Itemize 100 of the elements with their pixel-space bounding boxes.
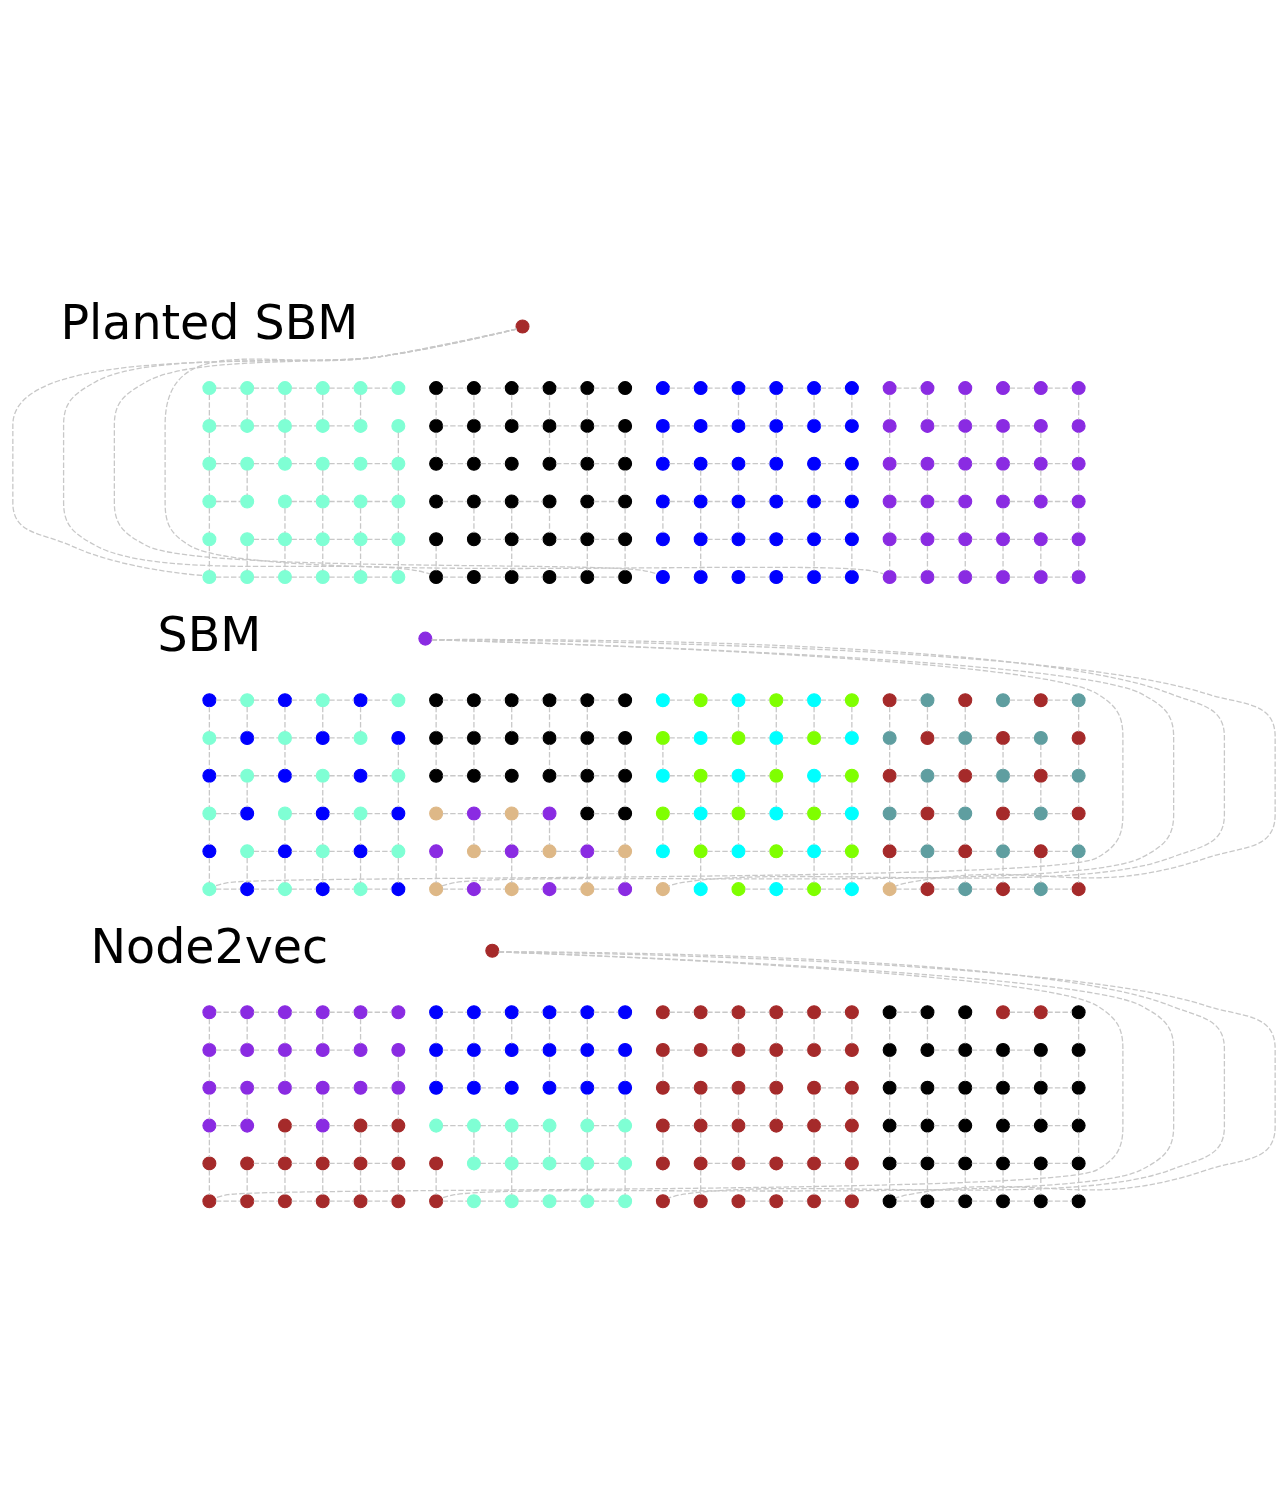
node-circle bbox=[731, 381, 746, 396]
connector bbox=[1077, 1018, 1080, 1045]
connector bbox=[473, 431, 475, 458]
node-circle bbox=[277, 768, 292, 783]
connector bbox=[442, 1049, 468, 1051]
node-circle bbox=[202, 381, 217, 396]
node-circle bbox=[920, 844, 935, 859]
node-circle bbox=[315, 1080, 330, 1095]
connector bbox=[775, 394, 777, 421]
connector bbox=[511, 819, 513, 846]
node-circle bbox=[353, 768, 368, 783]
node-circle bbox=[202, 768, 217, 783]
node-circle bbox=[618, 730, 633, 745]
connector bbox=[1002, 781, 1004, 808]
connector bbox=[479, 1087, 506, 1089]
connector bbox=[593, 812, 619, 815]
node-circle bbox=[202, 806, 217, 821]
connector bbox=[548, 1056, 551, 1082]
connector bbox=[435, 394, 437, 421]
node-circle bbox=[391, 456, 406, 471]
connector bbox=[1046, 812, 1073, 815]
node-circle bbox=[429, 532, 444, 547]
node-circle bbox=[240, 381, 255, 396]
connector bbox=[215, 699, 241, 701]
node-circle bbox=[655, 381, 670, 396]
node-circle bbox=[353, 806, 368, 821]
connector bbox=[933, 1124, 960, 1127]
connector bbox=[208, 1093, 211, 1120]
node-circle bbox=[844, 532, 859, 547]
node-circle bbox=[1033, 768, 1048, 783]
connector bbox=[662, 819, 664, 846]
connector bbox=[359, 1018, 362, 1045]
node-circle bbox=[769, 381, 784, 396]
connector bbox=[511, 1131, 513, 1158]
connector bbox=[1002, 1169, 1004, 1196]
node-circle bbox=[731, 1156, 746, 1171]
connector bbox=[889, 469, 891, 496]
connector bbox=[208, 1056, 211, 1082]
connector bbox=[215, 425, 241, 427]
connector bbox=[366, 463, 393, 465]
node-circle bbox=[958, 1156, 973, 1171]
node-circle bbox=[807, 1080, 822, 1095]
connector bbox=[397, 1131, 399, 1158]
node-circle bbox=[240, 1194, 255, 1209]
connector bbox=[290, 775, 317, 777]
connector bbox=[737, 819, 740, 846]
node-circle bbox=[996, 1043, 1011, 1058]
connector bbox=[1008, 775, 1035, 777]
connector bbox=[775, 743, 777, 770]
node-circle bbox=[731, 456, 746, 471]
node-circle bbox=[202, 1005, 217, 1020]
connector bbox=[1046, 699, 1073, 701]
node-circle bbox=[618, 844, 633, 859]
connector bbox=[926, 706, 929, 733]
connector bbox=[1046, 500, 1073, 503]
connector bbox=[706, 775, 733, 777]
connector bbox=[1046, 1011, 1073, 1013]
connector bbox=[782, 1162, 808, 1165]
connector bbox=[889, 743, 891, 770]
node-circle bbox=[580, 494, 595, 509]
node-circle bbox=[391, 1194, 406, 1209]
node-circle bbox=[1033, 418, 1048, 433]
connector bbox=[1008, 538, 1035, 540]
connector bbox=[668, 737, 695, 739]
node-circle bbox=[1071, 844, 1086, 859]
connector bbox=[511, 857, 513, 884]
node-circle bbox=[920, 381, 935, 396]
node-circle bbox=[1071, 1043, 1086, 1058]
connector bbox=[706, 1049, 733, 1051]
connector bbox=[479, 775, 506, 777]
connector bbox=[328, 500, 355, 503]
connector bbox=[479, 538, 506, 540]
connector bbox=[511, 1018, 513, 1045]
connector bbox=[253, 463, 279, 465]
node-circle bbox=[996, 1080, 1011, 1095]
node-circle bbox=[769, 456, 784, 471]
connector bbox=[819, 1162, 846, 1165]
node-circle bbox=[240, 730, 255, 745]
connector bbox=[253, 1200, 279, 1202]
connector bbox=[284, 545, 286, 572]
node-circle bbox=[807, 693, 822, 708]
connector bbox=[895, 576, 922, 578]
node-circle bbox=[1033, 1118, 1048, 1133]
node-circle bbox=[693, 1156, 708, 1171]
connector bbox=[889, 431, 891, 458]
node-circle bbox=[1033, 1194, 1048, 1209]
connector bbox=[819, 1049, 846, 1051]
connector bbox=[1077, 1131, 1080, 1158]
node-circle bbox=[1071, 693, 1086, 708]
node-circle bbox=[202, 1118, 217, 1133]
node-circle bbox=[769, 806, 784, 821]
connector bbox=[813, 1169, 815, 1196]
connector bbox=[290, 538, 317, 540]
node-circle bbox=[466, 494, 481, 509]
node-circle bbox=[240, 1005, 255, 1020]
connector bbox=[737, 507, 740, 534]
node-circle bbox=[353, 1043, 368, 1058]
connector bbox=[775, 1056, 777, 1082]
node-circle bbox=[958, 882, 973, 897]
connector bbox=[246, 545, 248, 572]
